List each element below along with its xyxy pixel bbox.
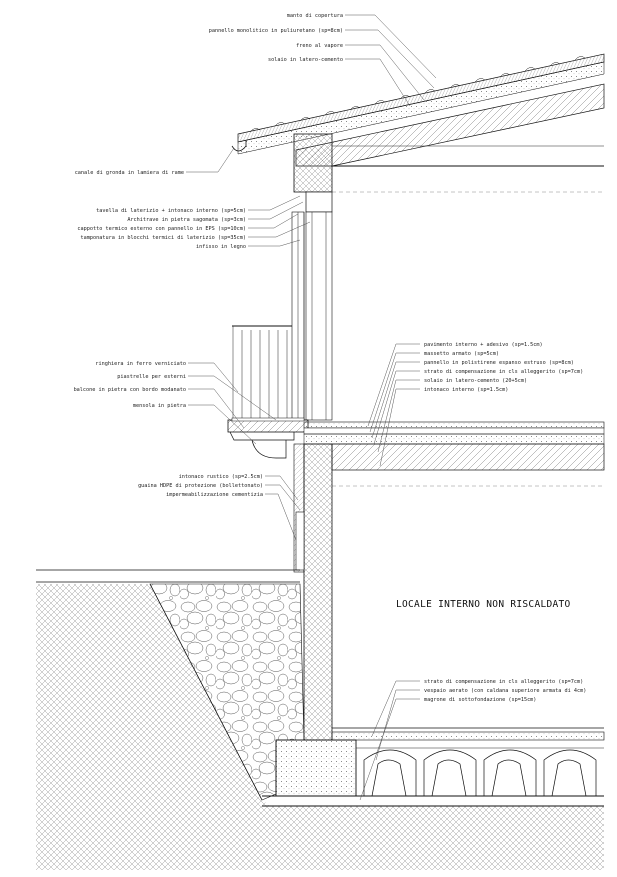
leader-lines — [186, 14, 437, 801]
label-solaio-interno: solaio in latero-cemento (20+5cm) — [424, 378, 527, 384]
intermediate-floor — [303, 421, 605, 487]
label-massetto: massetto armato (sp=5cm) — [424, 351, 499, 357]
label-architrave: Architrave in pietra sagomata (sp=3cm) — [127, 217, 246, 223]
label-mensola: mensola in pietra — [133, 403, 186, 409]
label-pannello-pu: pannello monolitico in puliuretano (sp=8… — [209, 28, 343, 34]
label-pannello-xps: pannello in polistirene espanso estruso … — [424, 360, 574, 366]
label-vespaio: vespaio aerato (con caldana superiore ar… — [424, 688, 586, 694]
label-impermeabilizzazione: impermeabilizzazione cementizia — [166, 492, 263, 498]
label-tamponatura: tamponatura in blocchi termici di lateri… — [80, 235, 246, 241]
label-solaio-copertura: solaio in latero-cemento — [268, 57, 343, 63]
label-ringhiera: ringhiera in ferro verniciato — [95, 361, 186, 367]
label-strato-compensazione-2: strato di compensazione in cls alleggeri… — [424, 679, 583, 685]
label-balcone: balcone in pietra con bordo modanato — [74, 387, 186, 393]
label-pavimento: pavimento interno + adesivo (sp=1.5cm) — [424, 342, 543, 348]
roof-assembly — [231, 53, 605, 193]
label-manto: manto di copertura — [287, 13, 343, 19]
label-magrone: magrone di sottofondazione (sp=15cm) — [424, 697, 536, 703]
label-guaina: guaina HDPE di protezione (bollettonato) — [138, 483, 263, 489]
upper-wall — [291, 133, 333, 421]
label-cappotto: cappotto termico esterno con pannello in… — [77, 226, 246, 232]
label-freno: freno al vapore — [296, 43, 343, 49]
balcony — [227, 325, 309, 459]
label-piastrelle: piastrelle per esterni — [117, 374, 186, 380]
room-label: LOCALE INTERNO NON RISCALDATO — [396, 599, 571, 610]
label-strato-compensazione-1: strato di compensazione in cls alleggeri… — [424, 369, 583, 375]
label-infisso: infisso in legno — [196, 244, 246, 250]
label-intonaco-interno: intonaco interno (sp=1.5cm) — [424, 387, 508, 393]
ground-wall — [293, 443, 333, 741]
label-canale: canale di gronda in lamiera di rame — [75, 170, 184, 176]
annotation-labels: manto di copertura pannello monolitico i… — [74, 13, 587, 703]
ground-terrain — [36, 569, 605, 870]
label-intonaco-rustico: intonaco rustico (sp=2.5cm) — [179, 474, 263, 480]
label-tavella: tavella di laterizio + intonaco interno … — [96, 208, 246, 214]
